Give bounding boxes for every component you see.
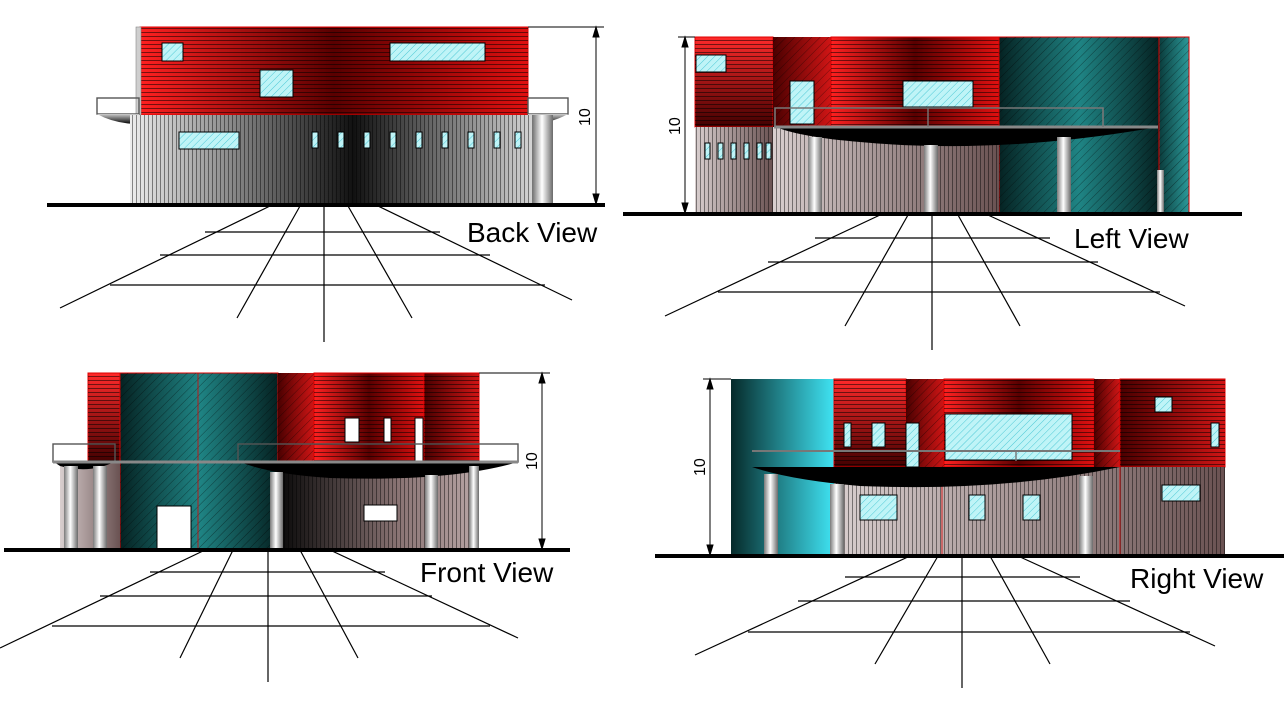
window xyxy=(389,42,486,62)
column xyxy=(270,472,283,550)
right-view: 10 Right View xyxy=(655,377,1284,688)
front-view: 10 Front View xyxy=(0,371,570,682)
left-view-perspective-grid xyxy=(664,214,1186,350)
window xyxy=(843,422,852,448)
right-dimension-value: 10 xyxy=(692,458,709,476)
front-view-label: Front View xyxy=(420,557,554,588)
window xyxy=(161,42,184,62)
column xyxy=(533,115,553,205)
slot-windows xyxy=(704,142,772,160)
window xyxy=(902,80,974,108)
front-dimension-value: 10 xyxy=(524,452,541,470)
window xyxy=(859,494,898,521)
column xyxy=(64,466,78,550)
window xyxy=(178,131,240,150)
column xyxy=(1079,476,1093,556)
left-dimension-value: 10 xyxy=(667,117,684,135)
right-height-dimension xyxy=(703,377,731,557)
window xyxy=(259,69,294,98)
window xyxy=(1161,484,1201,502)
back-height-dimension xyxy=(528,25,604,206)
right-view-perspective-grid xyxy=(694,555,1216,688)
right-view-label: Right View xyxy=(1130,563,1264,594)
window xyxy=(968,494,986,521)
slot-windows xyxy=(311,131,522,149)
front-view-perspective-grid xyxy=(0,549,519,682)
left-view: 10 Left View xyxy=(623,35,1242,350)
column xyxy=(924,145,938,214)
window xyxy=(1022,494,1041,521)
window xyxy=(944,413,1073,461)
front-height-dimension xyxy=(479,371,550,551)
column xyxy=(93,466,107,550)
back-view-perspective-grid xyxy=(59,205,573,342)
back-dimension-value: 10 xyxy=(577,108,594,126)
window xyxy=(695,54,727,73)
column xyxy=(764,474,778,556)
back-view-label: Back View xyxy=(467,217,598,248)
window xyxy=(871,422,886,448)
door xyxy=(156,505,192,551)
column xyxy=(469,466,479,550)
window xyxy=(905,422,920,468)
back-view: 10 Back View xyxy=(47,25,605,342)
left-height-dimension xyxy=(678,35,695,215)
column xyxy=(808,137,822,214)
column xyxy=(425,475,438,550)
left-view-label: Left View xyxy=(1074,223,1189,254)
window xyxy=(1210,422,1220,448)
window xyxy=(789,80,815,125)
column xyxy=(1057,137,1071,214)
column xyxy=(830,484,844,556)
window xyxy=(1154,396,1173,413)
